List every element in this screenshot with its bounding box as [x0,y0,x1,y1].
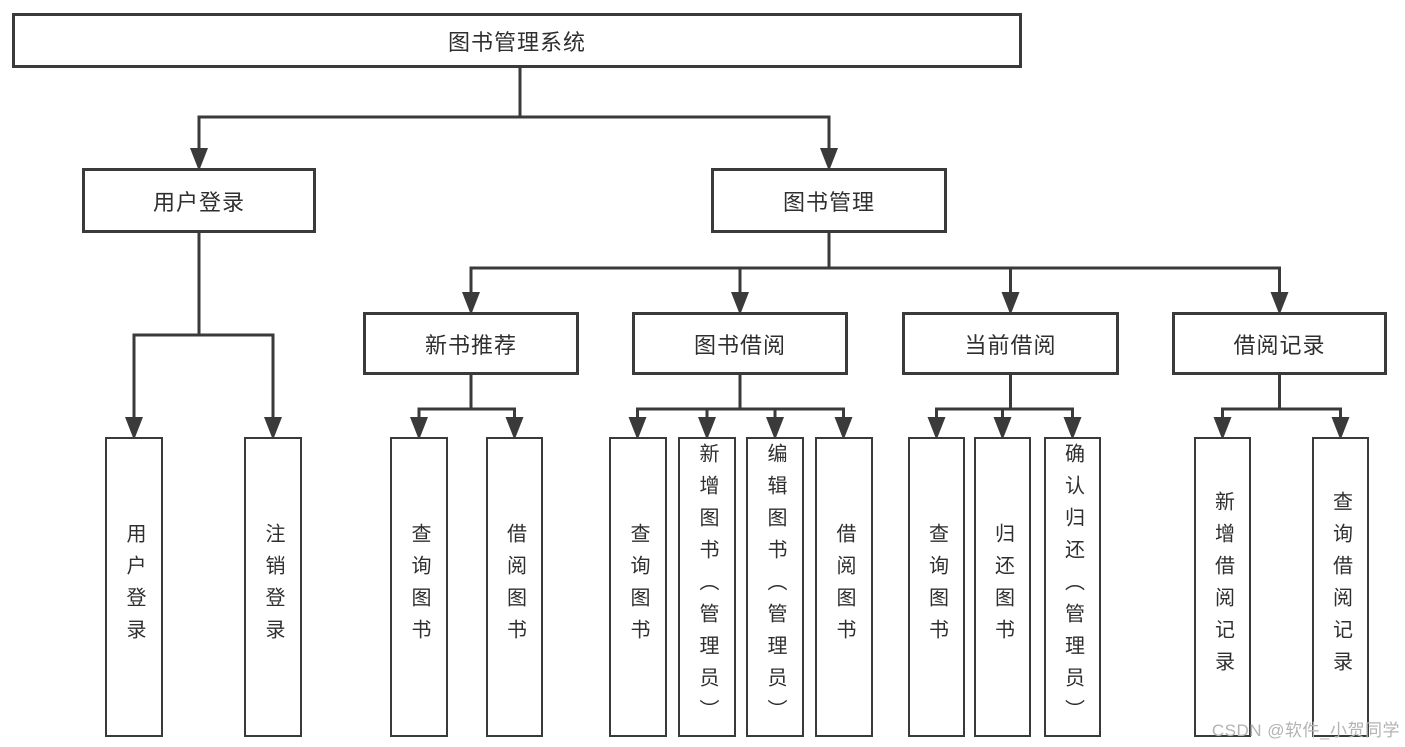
connector-root-to-level2 [190,66,838,171]
leaf-label: 归还图书 [991,523,1014,651]
watermark-text: CSDN @软件_小贺同学 [1211,721,1400,740]
node-book-management: 图书管理 [711,168,947,233]
leaf-label: 新增借阅记录 [1211,491,1234,683]
node-label: 图书借阅 [693,332,786,358]
connector-borrow-branch [628,373,853,440]
leaf-label: 查询图书 [627,523,649,651]
leaf-label: 注销登录 [262,523,284,651]
leaf-borrow-add-admin: 新增图书（管理员） [678,437,736,737]
node-label: 当前借阅 [964,332,1057,358]
node-current-borrow: 当前借阅 [902,312,1119,375]
node-book-borrow: 图书借阅 [632,312,848,375]
node-user-login: 用户登录 [82,168,316,233]
leaf-label: 新增图书（管理员） [696,443,718,731]
node-label: 图书管理系统 [447,29,586,55]
leaf-label: 编辑图书（管理员） [764,443,786,731]
node-label: 用户登录 [152,189,245,215]
leaf-borrow-borrow: 借阅图书 [815,437,873,737]
leaf-label: 查询借阅记录 [1329,491,1352,683]
leaf-label: 借阅图书 [833,523,855,651]
leaf-label: 用户登录 [123,523,145,651]
leaf-label: 确认归还（管理员） [1061,443,1084,731]
leaf-logout: 注销登录 [244,437,302,737]
node-borrow-records: 借阅记录 [1172,312,1387,375]
node-new-book-recommend: 新书推荐 [363,312,579,375]
leaf-borrow-edit-admin: 编辑图书（管理员） [746,437,804,737]
connector-records-branch [1213,373,1350,440]
leaf-borrow-query: 查询图书 [609,437,667,737]
node-label: 借阅记录 [1233,332,1326,358]
connector-current-branch [927,373,1082,440]
node-label: 图书管理 [782,189,875,215]
leaf-user-login: 用户登录 [105,437,163,737]
leaf-new-books-query: 查询图书 [390,437,448,737]
leaf-records-add: 新增借阅记录 [1194,437,1251,737]
leaf-label: 借阅图书 [503,523,526,651]
leaf-records-query: 查询借阅记录 [1312,437,1369,737]
leaf-current-confirm-admin: 确认归还（管理员） [1044,437,1101,737]
leaf-label: 查询图书 [408,523,430,651]
leaf-new-books-borrow: 借阅图书 [486,437,543,737]
connector-book-mgmt-branch [462,231,1289,315]
leaf-current-return: 归还图书 [974,437,1031,737]
leaf-label: 查询图书 [925,523,948,651]
node-root-system: 图书管理系统 [12,13,1022,68]
connector-user-login-branch [125,231,282,440]
node-label: 新书推荐 [424,332,517,358]
connector-new-books-branch [410,373,524,440]
leaf-current-query: 查询图书 [908,437,965,737]
